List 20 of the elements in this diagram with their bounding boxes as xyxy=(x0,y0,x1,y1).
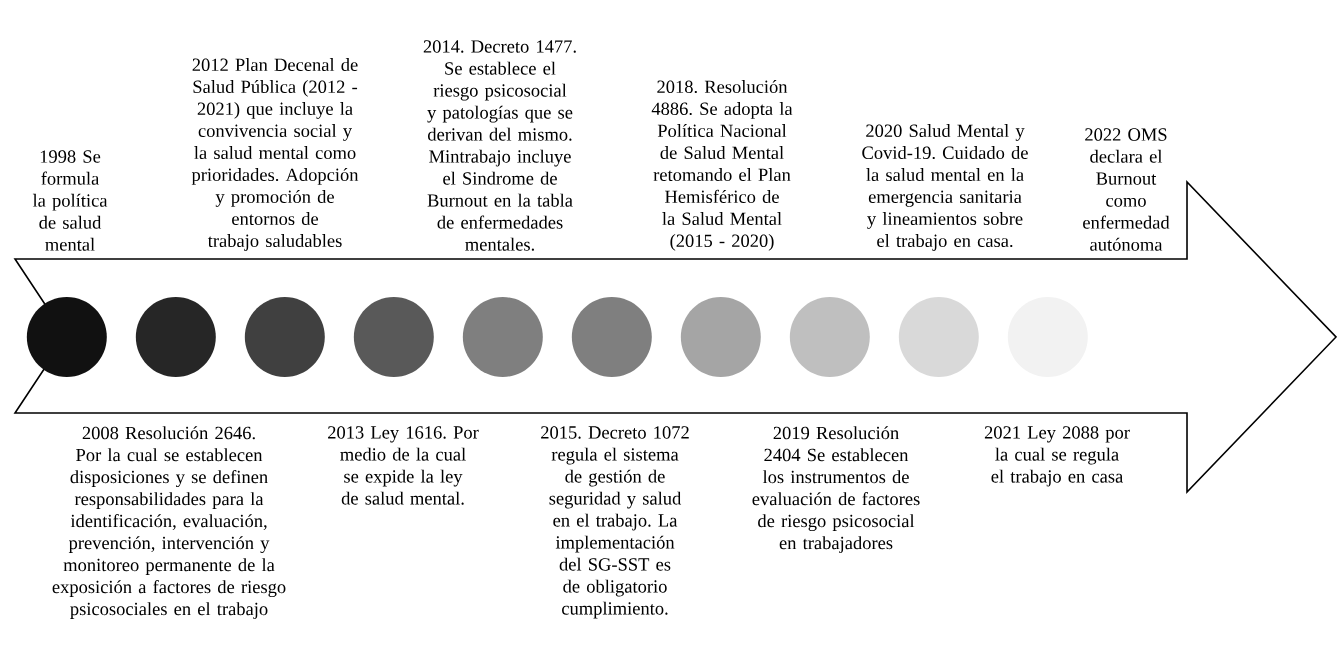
milestone-text: 2013 Ley 1616. Por medio de la cual se expide la ley de salud mental. xyxy=(328,426,479,505)
milestone-text: 2020 Salud Mental y Covid-19. Cuidado de la salud mental en la emergencia sanitaria y lineamientos sobre el trabajo en casa. xyxy=(862,124,1028,251)
timeline-dot xyxy=(353,297,434,377)
timeline-dot xyxy=(462,297,543,377)
milestone-text: 2019 Resolución 2404 Se establecen los instrumentos de evaluación de factores de riesgo psicosocial en trabajadores xyxy=(752,426,920,553)
timeline-dot xyxy=(135,297,216,377)
milestone-text: 1998 Se formula la política de salud mental xyxy=(32,150,108,251)
timeline-dot xyxy=(571,297,652,377)
timeline-dot xyxy=(789,297,870,377)
milestone-text: 2022 OMS declara el Burnout como enfermedad autónoma xyxy=(1083,128,1170,251)
milestone-text: 2012 Plan Decenal de Salud Pública (2012 - 2021) que incluye la convivencia social y la salud mental como prioridades. Adopción y promoción de entornos de trabajo saludables xyxy=(191,58,359,251)
milestone-text: 2018. Resolución 4886. Se adopta la Política Nacional de Salud Mental retomando el Plan Hemisférico de la Salud Mental (2015 - 2020) xyxy=(651,80,793,251)
timeline-dot xyxy=(244,297,325,377)
milestone-text: 2021 Ley 2088 por la cual se regula el trabajo en casa xyxy=(984,426,1130,487)
milestone-text: 2008 Resolución 2646. Por la cual se establecen disposiciones y se definen responsabilidades para la identificación, evaluación, prevención, intervención y monitoreo permanente de la exposición a factores de riesgo psicosociales en el trabajo xyxy=(52,426,286,619)
milestone-text: 2015. Decreto 1072 regula el sistema de gestión de seguridad y salud en el trabajo. La implementación del SG-SST es de obligatorio cumplimiento. xyxy=(541,426,689,619)
timeline-dot xyxy=(26,297,107,377)
timeline-dot xyxy=(898,297,979,377)
milestone-text: 2014. Decreto 1477. Se establece el riesgo psicosocial y patologías que se derivan del mismo. Mintrabajo incluye el Sindrome de Burnout en la tabla de enfermedades mentales. xyxy=(423,40,576,251)
timeline-dot xyxy=(680,297,761,377)
